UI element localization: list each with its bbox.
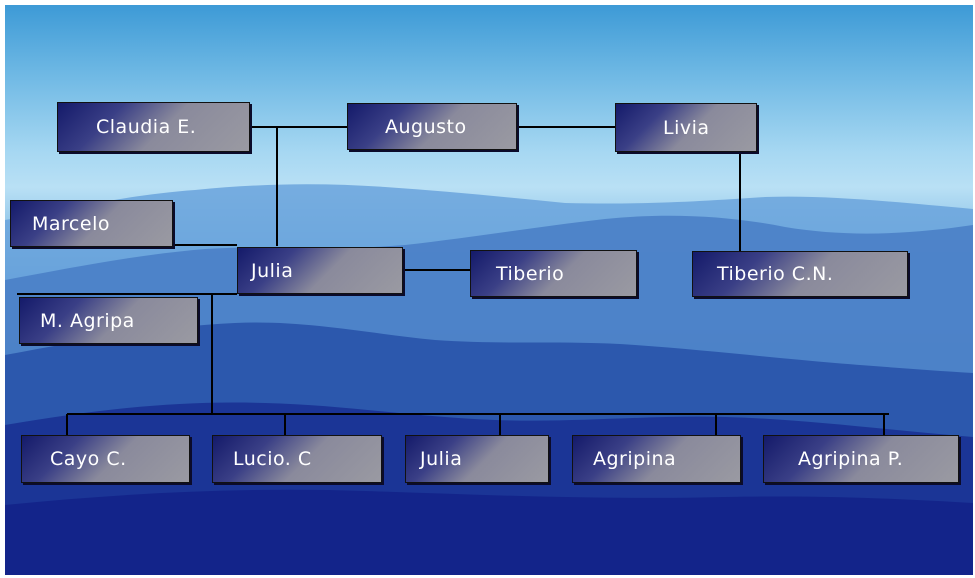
person-tiberio: Tiberio: [470, 250, 637, 297]
person-tiberio-cn: Tiberio C.N.: [692, 251, 908, 297]
person-augusto: Augusto: [347, 103, 517, 150]
person-lucio: Lucio. C: [212, 435, 382, 483]
diagram-canvas: Claudia E. Augusto Livia Marcelo Julia T…: [5, 5, 973, 575]
person-julia-child: Julia: [405, 435, 549, 483]
person-marcelo: Marcelo: [10, 200, 173, 247]
person-julia-mother: Julia: [237, 247, 403, 294]
person-livia: Livia: [615, 103, 757, 152]
person-cayo: Cayo C.: [21, 435, 190, 483]
person-agripina: Agripina: [572, 435, 741, 483]
person-claudia: Claudia E.: [57, 102, 250, 152]
base-ridge: [5, 489, 973, 575]
person-agripa: M. Agripa: [19, 297, 198, 344]
connector-lines: [17, 126, 889, 435]
person-agripina-p: Agripina P.: [763, 435, 959, 483]
